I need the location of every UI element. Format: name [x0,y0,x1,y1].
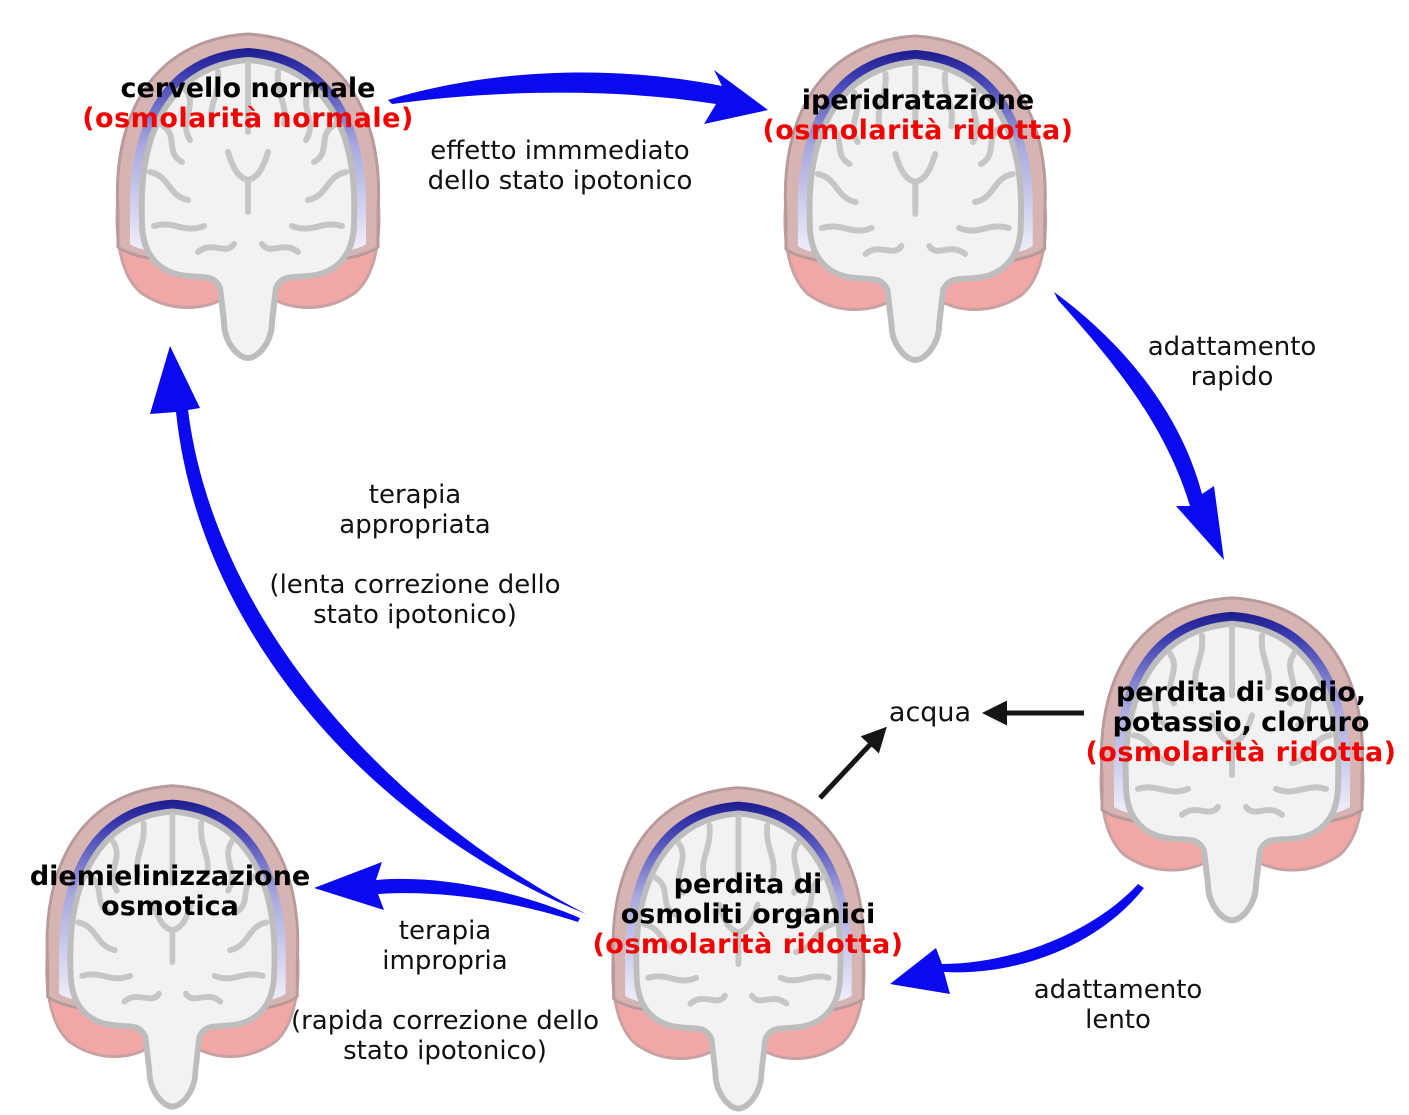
caption-immediate-1: effetto immmediato [430,136,690,166]
arrow-rapid-adaptation [1054,292,1224,560]
node-ions-osmolarity: (osmolarità ridotta) [1085,737,1397,768]
caption-appropriate-3: (lenta correzione dello [269,570,561,600]
node-organic-osmolarity: (osmolarità ridotta) [592,929,904,960]
caption-rapid: adattamento rapido [1132,332,1332,392]
caption-slow-1: adattamento [1033,975,1203,1005]
caption-immediate-2: dello stato ipotonico [427,166,693,196]
caption-improper-4: stato ipotonico) [343,1036,547,1066]
caption-appropriate-2: appropriata [339,510,491,540]
caption-improper-1: terapia [398,916,492,946]
node-demyel-title-2: osmotica [101,891,239,922]
caption-slow: adattamento lento [1016,975,1220,1035]
caption-improper-3: (rapida correzione dello [290,1006,600,1036]
caption-appropriate: terapia appropriata (lenta correzione de… [240,480,590,630]
caption-slow-2: lento [1085,1005,1151,1035]
node-demyel-title-1: diemielinizzazione [29,861,311,892]
node-ions-title-1: perdita di sodio, [1115,677,1367,708]
caption-rapid-1: adattamento [1147,332,1317,362]
caption-appropriate-4: stato ipotonico) [313,600,517,630]
caption-immediate: effetto immmediato dello stato ipotonico [400,136,720,196]
arrow-immediate-effect [388,70,768,124]
caption-improper-2: impropria [382,946,508,976]
caption-rapid-2: rapido [1190,362,1274,392]
node-ions-label: perdita di sodio, potassio, cloruro (osm… [1074,678,1408,768]
node-normal-osmolarity: (osmolarità normale) [82,103,414,134]
node-normal-title: cervello normale [120,73,376,104]
node-organic-title-1: perdita di [673,869,823,900]
arrow-organic-to-water [818,726,887,800]
node-organic-label: perdita di osmoliti organici (osmolarità… [578,870,918,960]
brain-demyelination [47,786,298,1107]
flow-arrows [150,70,1224,994]
node-hyper-title: iperidratazione [801,85,1035,116]
caption-appropriate-1: terapia [368,480,462,510]
node-organic-title-2: osmoliti organici [620,899,876,930]
node-demyel-label: diemielinizzazione osmotica [10,862,330,922]
arrow-appropriate-therapy [150,346,590,916]
node-ions-title-2: potassio, cloruro [1112,707,1370,738]
caption-improper: terapia impropria (rapida correzione del… [264,916,626,1066]
node-hyper-label: iperidratazione (osmolarità ridotta) [738,86,1098,146]
arrow-improper-therapy [314,862,580,922]
arrow-slow-adaptation [890,884,1144,994]
node-normal-label: cervello normale (osmolarità normale) [68,74,428,134]
node-hyper-osmolarity: (osmolarità ridotta) [762,115,1074,146]
water-label: acqua [888,697,972,728]
